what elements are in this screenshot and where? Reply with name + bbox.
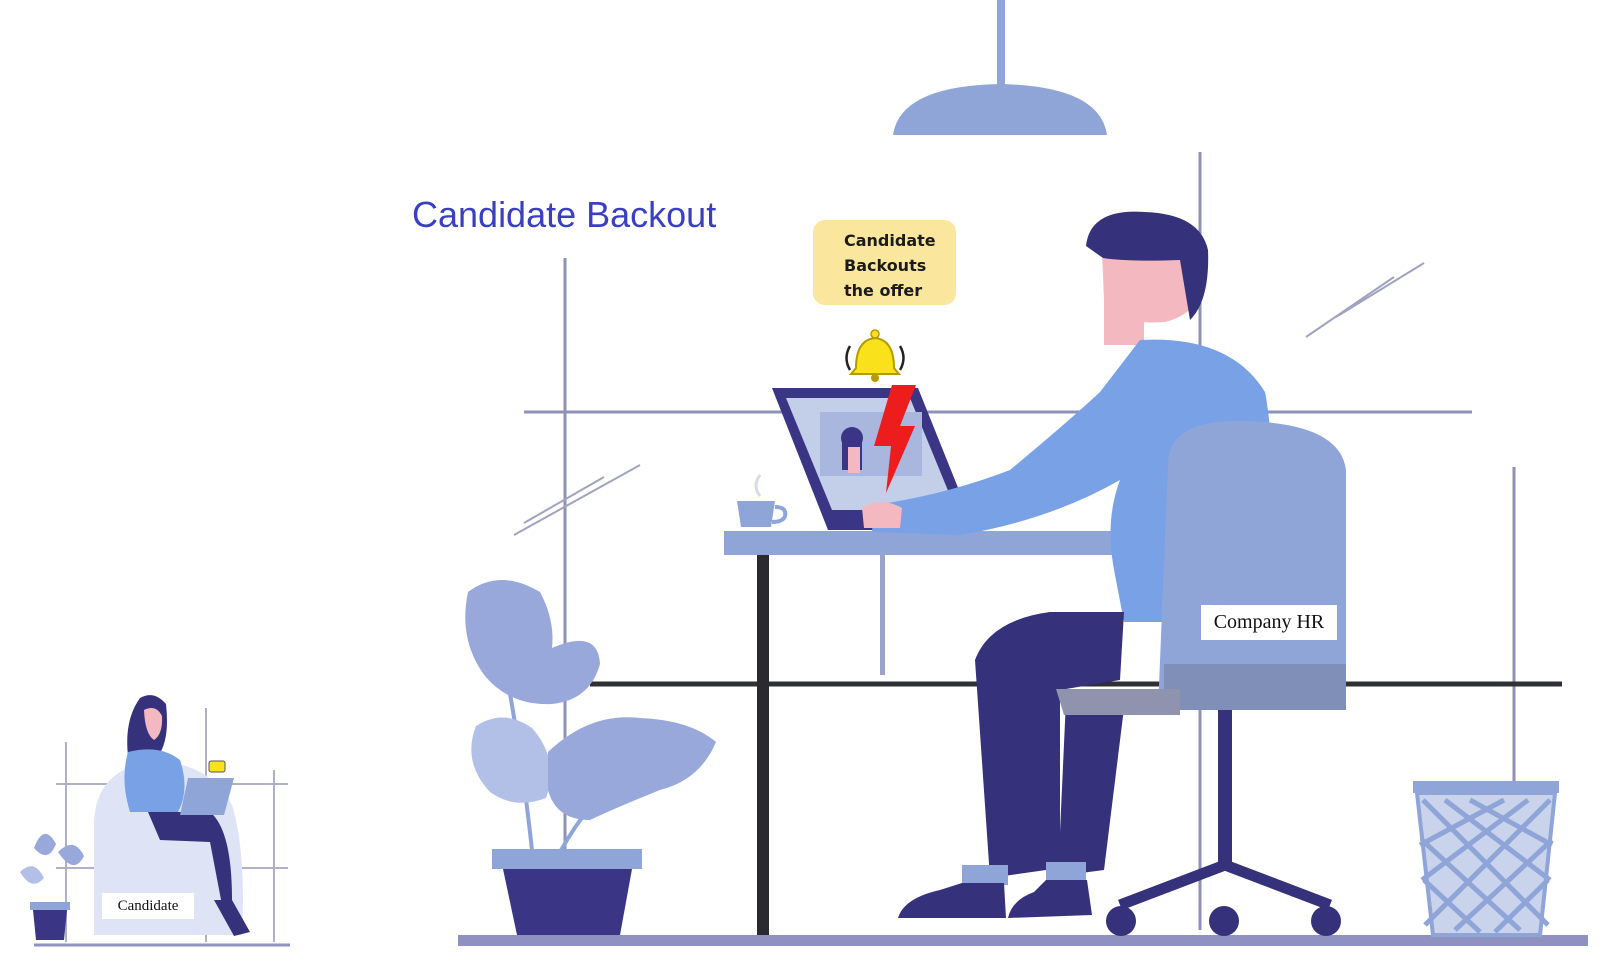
- floor: [458, 935, 1588, 946]
- candidate-label: Candidate: [102, 893, 194, 919]
- waste-basket: [1413, 781, 1559, 937]
- ceiling-lamp: [893, 0, 1107, 135]
- notification-bubble: Candidate Backouts the offer: [813, 220, 956, 305]
- page-title: Candidate Backout: [412, 194, 717, 235]
- notification-line-1: Candidate: [844, 231, 936, 250]
- coffee-cup: [737, 474, 788, 527]
- candidate-vignette: [20, 695, 290, 947]
- lightning-bolt-icon: [874, 385, 916, 493]
- ringing-bell-icon: [845, 329, 905, 382]
- desk: [724, 531, 1156, 935]
- company-hr-label: Company HR: [1201, 605, 1337, 640]
- potted-plant: [465, 580, 716, 935]
- video-caller-avatar: [841, 427, 863, 473]
- notification-line-3: the offer: [844, 281, 923, 300]
- notification-line-2: Backouts: [844, 256, 927, 275]
